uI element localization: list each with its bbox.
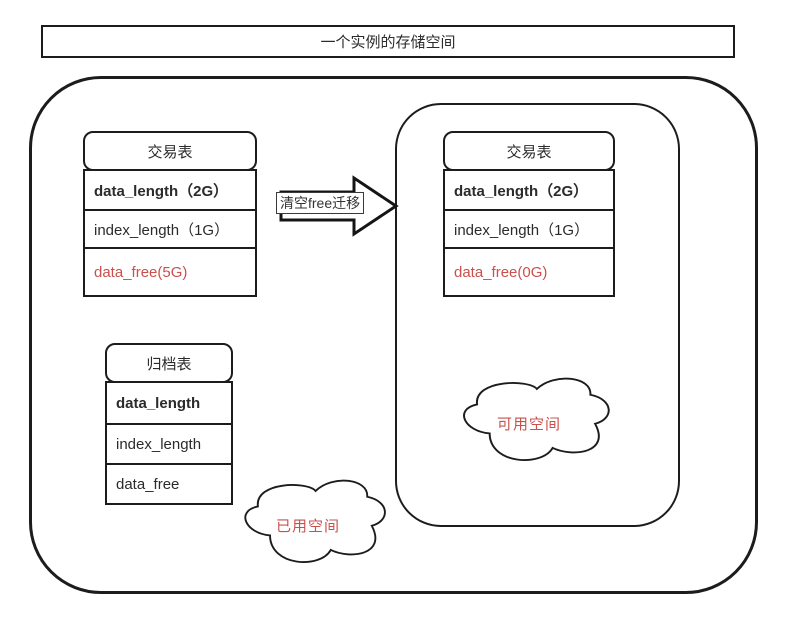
table-row-data-free: data_free (105, 463, 233, 505)
table-row-index-length: index_length (105, 423, 233, 465)
table-row-data-length: data_length (105, 381, 233, 425)
migration-arrow-label: 清空free迁移 (276, 192, 365, 214)
table-row-index-length: index_length（1G） (83, 209, 257, 249)
archive-table: 归档表 data_length index_length data_free (105, 343, 233, 505)
table-row-data-length: data_length（2G） (83, 169, 257, 211)
table-row-data-free: data_free(0G) (443, 247, 615, 297)
table-row-data-free: data_free(5G) (83, 247, 257, 297)
table-header: 交易表 (443, 131, 615, 171)
cloud-icon (463, 377, 610, 461)
table-header: 归档表 (105, 343, 233, 383)
cloud-icon (244, 479, 386, 563)
transaction-table-after: 交易表 data_length（2G） index_length（1G） dat… (443, 131, 615, 297)
table-row-data-length: data_length（2G） (443, 169, 615, 211)
available-space-cloud: 可用空间 (444, 368, 614, 478)
diagram-title: 一个实例的存储空间 (41, 25, 735, 58)
available-space-label: 可用空间 (496, 415, 561, 433)
used-space-cloud: 已用空间 (226, 470, 390, 580)
table-row-index-length: index_length（1G） (443, 209, 615, 249)
table-header: 交易表 (83, 131, 257, 171)
used-space-label: 已用空间 (275, 517, 340, 535)
transaction-table-before: 交易表 data_length（2G） index_length（1G） dat… (83, 131, 257, 297)
